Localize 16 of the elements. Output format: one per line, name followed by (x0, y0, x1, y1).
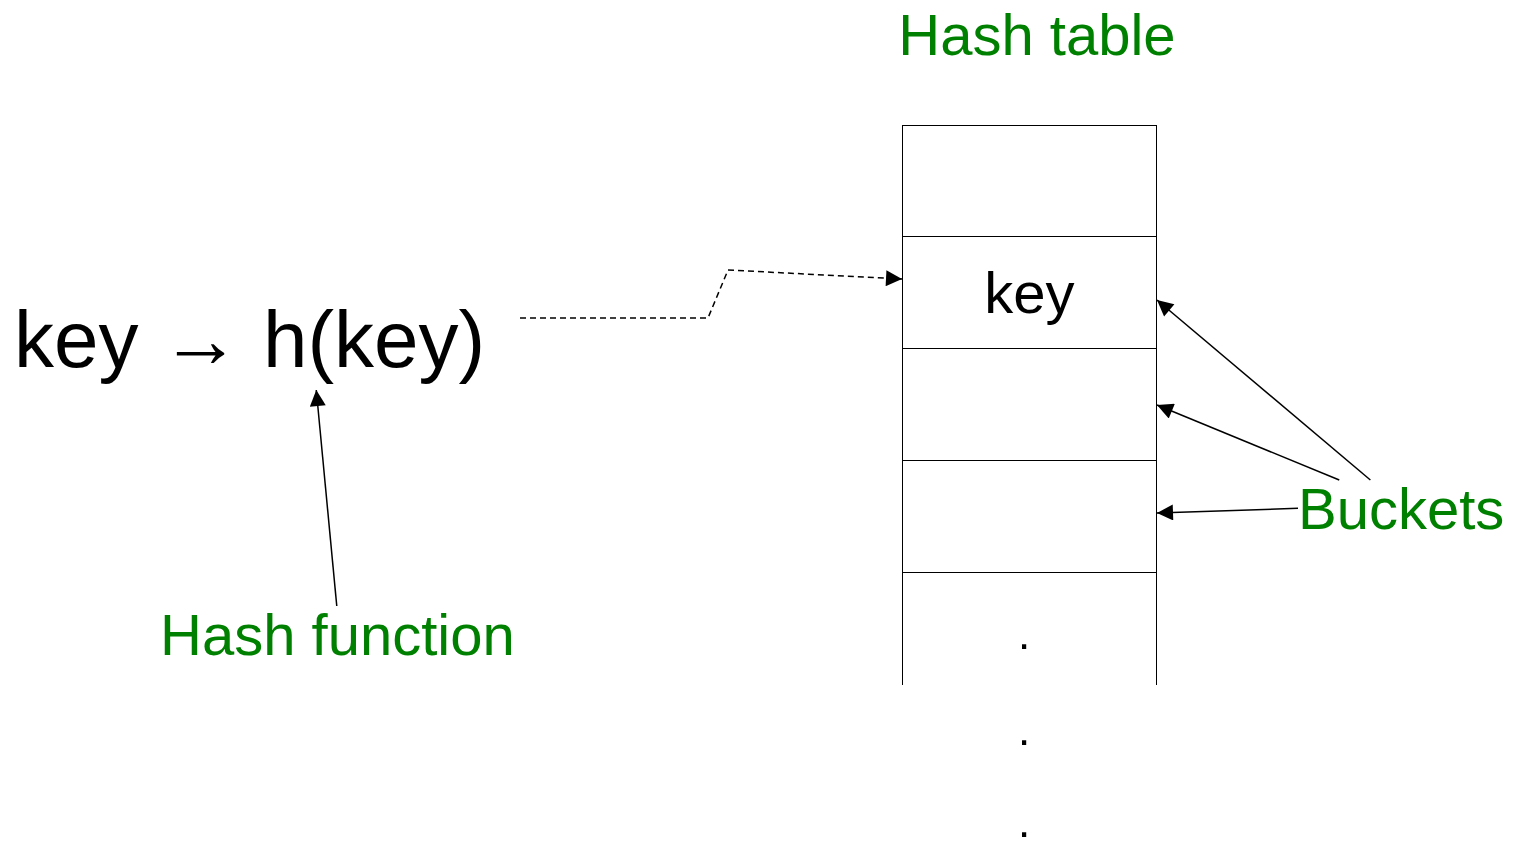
ellipsis-dot: . (1018, 612, 1031, 656)
ellipsis-dot: . (1018, 708, 1031, 752)
ellipsis-dot: . (1018, 800, 1031, 844)
bucket-box (902, 461, 1157, 573)
bucket-box (902, 573, 1157, 685)
arrow (1156, 403, 1340, 481)
arrow (1156, 299, 1372, 481)
arrow (519, 269, 903, 319)
bucket-box (902, 349, 1157, 461)
arrow (309, 389, 338, 607)
bucket-box (902, 125, 1157, 237)
table-heading: Hash table (897, 6, 1177, 64)
annotation-text: Buckets (1298, 480, 1506, 538)
arrow (1156, 504, 1299, 521)
bucket-box (902, 237, 1157, 349)
annotation-text: Hash function (160, 606, 516, 664)
